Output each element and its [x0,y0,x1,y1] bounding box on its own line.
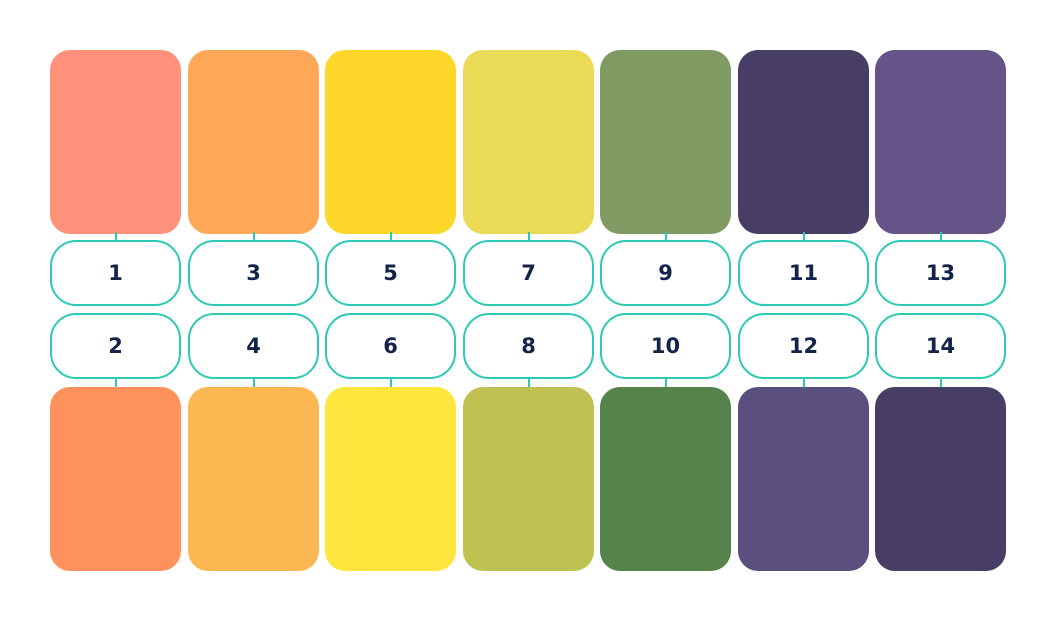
swatch-11 [738,50,869,234]
swatch-10 [600,387,731,571]
label-4: 4 [188,313,319,379]
connector-10 [665,377,667,387]
label-6: 6 [325,313,456,379]
label-12: 12 [738,313,869,379]
swatch-7 [463,50,594,234]
connector-5 [390,232,392,242]
label-9: 9 [600,240,731,306]
connector-9 [665,232,667,242]
connector-3 [253,232,255,242]
swatch-3 [188,50,319,234]
swatch-9 [600,50,731,234]
swatch-4 [188,387,319,571]
connector-2 [115,377,117,387]
connector-14 [940,377,942,387]
connector-11 [803,232,805,242]
swatch-6 [325,387,456,571]
connector-4 [253,377,255,387]
connector-7 [528,232,530,242]
connector-13 [940,232,942,242]
label-1: 1 [50,240,181,306]
swatch-13 [875,50,1006,234]
connector-8 [528,377,530,387]
label-5: 5 [325,240,456,306]
connector-6 [390,377,392,387]
swatch-8 [463,387,594,571]
label-14: 14 [875,313,1006,379]
swatch-1 [50,50,181,234]
connector-12 [803,377,805,387]
swatch-14 [875,387,1006,571]
swatch-12 [738,387,869,571]
connector-1 [115,232,117,242]
label-3: 3 [188,240,319,306]
label-11: 11 [738,240,869,306]
label-13: 13 [875,240,1006,306]
label-10: 10 [600,313,731,379]
swatch-2 [50,387,181,571]
label-7: 7 [463,240,594,306]
label-2: 2 [50,313,181,379]
label-8: 8 [463,313,594,379]
swatch-5 [325,50,456,234]
